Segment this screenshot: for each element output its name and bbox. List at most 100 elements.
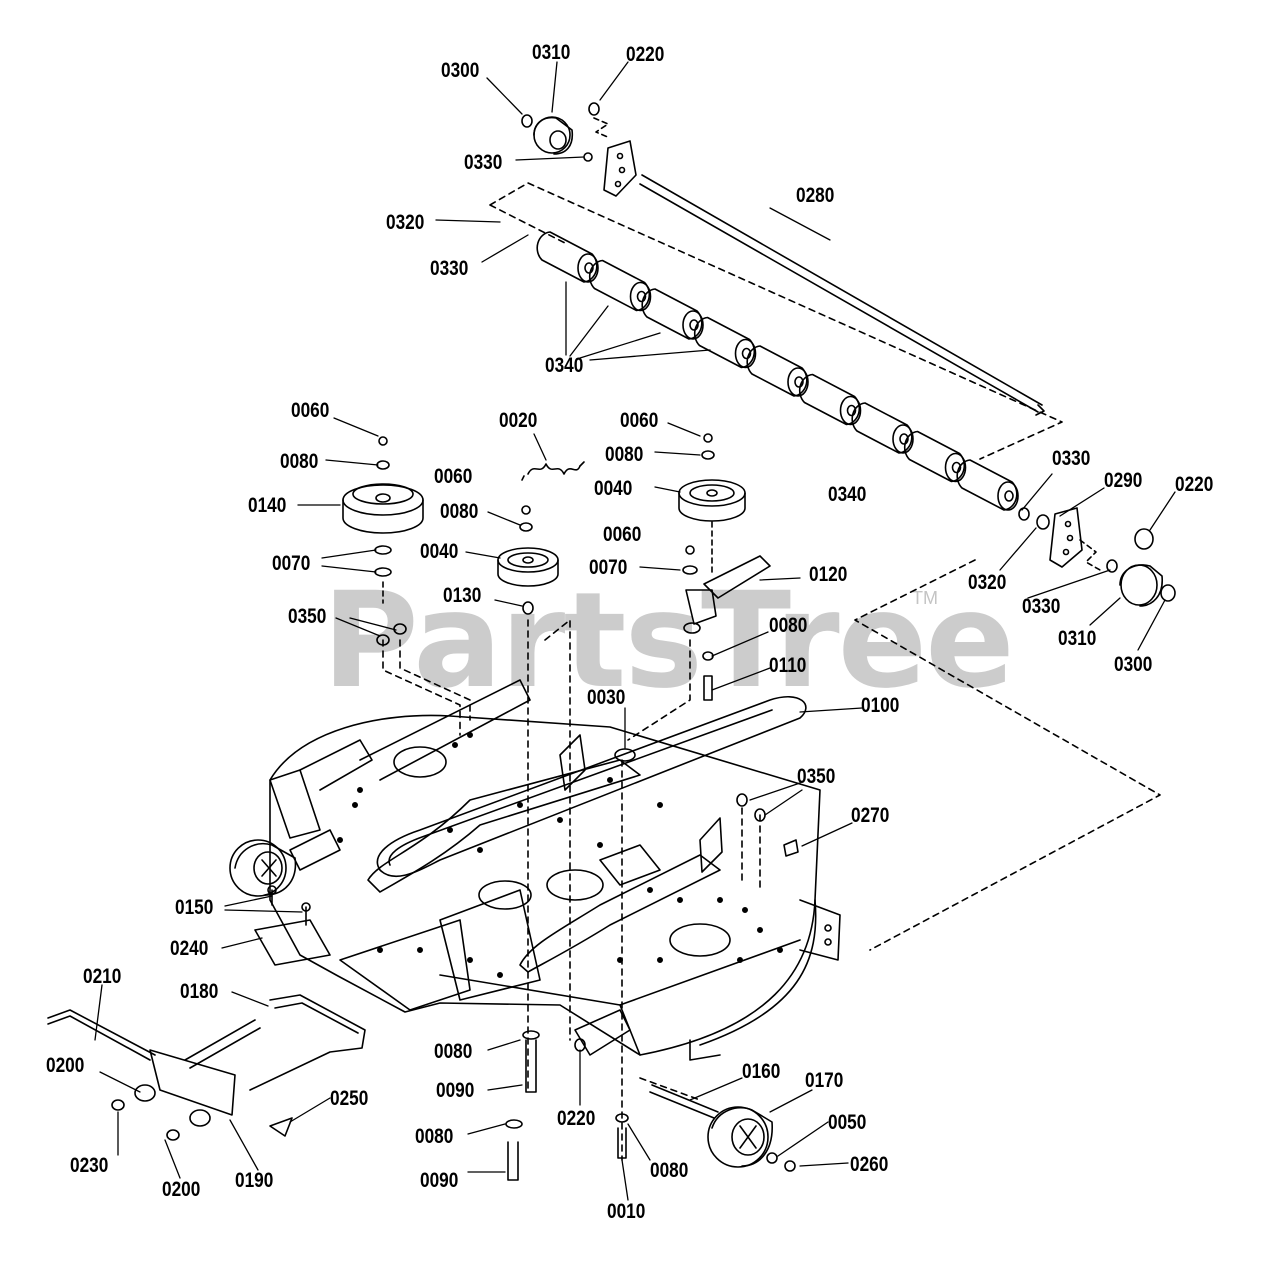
callout-0210[interactable]: 0210 (83, 965, 122, 988)
callout-0350-left[interactable]: 0350 (288, 605, 327, 628)
callout-0200-upper[interactable]: 0200 (46, 1054, 85, 1077)
deck-hole (416, 946, 423, 953)
callout-0080-left[interactable]: 0080 (280, 450, 319, 473)
callout-0040-right[interactable]: 0040 (594, 477, 633, 500)
leader-lines (94, 61, 1176, 1201)
callout-0230[interactable]: 0230 (70, 1154, 109, 1177)
deck-hole (376, 946, 383, 953)
deck-hole (516, 801, 523, 808)
callout-0080-right[interactable]: 0080 (605, 443, 644, 466)
callout-0300-right[interactable]: 0300 (1114, 653, 1153, 676)
callout-0080-arm[interactable]: 0080 (769, 614, 808, 637)
deck-hole (466, 731, 473, 738)
deck-hole (556, 816, 563, 823)
callout-0330-right[interactable]: 0330 (1052, 447, 1091, 470)
callout-0070-arm[interactable]: 0070 (589, 556, 628, 579)
callout-0170[interactable]: 0170 (805, 1069, 844, 1092)
roller-end-bracket-right (1018, 507, 1176, 607)
callout-0160[interactable]: 0160 (742, 1060, 781, 1083)
callout-0140[interactable]: 0140 (248, 494, 287, 517)
small-hardware (254, 623, 799, 1181)
deck-hole (451, 741, 458, 748)
roller (851, 402, 914, 454)
callout-0220-lower[interactable]: 0220 (557, 1107, 596, 1130)
deck-hole (656, 801, 663, 808)
deck-hole (656, 956, 663, 963)
callout-0280[interactable]: 0280 (796, 184, 835, 207)
callout-0270[interactable]: 0270 (851, 804, 890, 827)
deck-hole (646, 886, 653, 893)
callout-0340-left[interactable]: 0340 (545, 354, 584, 377)
callout-0330-lower[interactable]: 0330 (1022, 595, 1061, 618)
roller (693, 316, 757, 369)
callout-0060-mid[interactable]: 0060 (434, 465, 473, 488)
callout-0250[interactable]: 0250 (330, 1087, 369, 1110)
idler-arm-0120 (682, 545, 771, 701)
callout-0330-top[interactable]: 0330 (464, 151, 503, 174)
callout-0060-arm[interactable]: 0060 (603, 523, 642, 546)
deck-hole (596, 841, 603, 848)
roller-end-bracket-top (521, 102, 637, 197)
callout-0010[interactable]: 0010 (607, 1200, 646, 1223)
callout-0300-top[interactable]: 0300 (441, 59, 480, 82)
callout-0220-right[interactable]: 0220 (1175, 473, 1214, 496)
pulley-right-0040 (678, 433, 746, 573)
deck-hole (476, 846, 483, 853)
roller-envelope (489, 182, 1063, 460)
roller (798, 373, 862, 426)
callout-0340-right[interactable]: 0340 (828, 483, 867, 506)
callout-0240[interactable]: 0240 (170, 937, 209, 960)
callout-0320-right[interactable]: 0320 (968, 571, 1007, 594)
callout-0100[interactable]: 0100 (861, 694, 900, 717)
right-assembly-dash (854, 559, 1161, 951)
assembly-lines (382, 619, 761, 1161)
callout-0090-upper[interactable]: 0090 (436, 1079, 475, 1102)
roller (956, 459, 1019, 511)
callout-0310-right[interactable]: 0310 (1058, 627, 1097, 650)
deck-hole (676, 896, 683, 903)
callout-0130[interactable]: 0130 (443, 584, 482, 607)
callout-0080-bolt[interactable]: 0080 (434, 1040, 473, 1063)
callout-0200-lower[interactable]: 0200 (162, 1178, 201, 1201)
deck-hole (716, 896, 723, 903)
callout-0330-left[interactable]: 0330 (430, 257, 469, 280)
callout-0060-right[interactable]: 0060 (620, 409, 659, 432)
pulley-mid-0040 (497, 505, 559, 615)
callout-0320-top[interactable]: 0320 (386, 211, 425, 234)
callout-0070-left[interactable]: 0070 (272, 552, 311, 575)
callout-0260[interactable]: 0260 (850, 1153, 889, 1176)
callout-0050[interactable]: 0050 (828, 1111, 867, 1134)
watermark-trademark: TM (912, 588, 938, 608)
deck-hole (606, 776, 613, 783)
callout-0080-lower[interactable]: 0080 (415, 1125, 454, 1148)
callout-0290[interactable]: 0290 (1104, 469, 1143, 492)
callout-0220-top[interactable]: 0220 (626, 43, 665, 66)
roller-rod (639, 174, 1045, 416)
rollers-row (536, 231, 1019, 511)
mower-deck (229, 679, 841, 1061)
callout-0020[interactable]: 0020 (499, 409, 538, 432)
callout-0080-wheel[interactable]: 0080 (650, 1159, 689, 1182)
lift-linkage (47, 994, 366, 1141)
callout-0030[interactable]: 0030 (587, 686, 626, 709)
deck-hole (446, 826, 453, 833)
roller (536, 231, 599, 283)
deck-hole (466, 956, 473, 963)
roller (641, 288, 704, 340)
roller (903, 430, 967, 483)
callout-0040-mid[interactable]: 0040 (420, 540, 459, 563)
callout-0150[interactable]: 0150 (175, 896, 214, 919)
callout-0180[interactable]: 0180 (180, 980, 219, 1003)
callout-0090-lower[interactable]: 0090 (420, 1169, 459, 1192)
pulley-left-0140 (342, 436, 424, 604)
deck-hole (496, 971, 503, 978)
callout-0060-left[interactable]: 0060 (291, 399, 330, 422)
callout-0120[interactable]: 0120 (809, 563, 848, 586)
callout-0350-right[interactable]: 0350 (797, 765, 836, 788)
callout-0080-mid[interactable]: 0080 (440, 500, 479, 523)
deck-hole (736, 956, 743, 963)
callout-0190[interactable]: 0190 (235, 1169, 274, 1192)
callout-0110[interactable]: 0110 (769, 654, 807, 677)
callout-0310-top[interactable]: 0310 (532, 41, 571, 64)
